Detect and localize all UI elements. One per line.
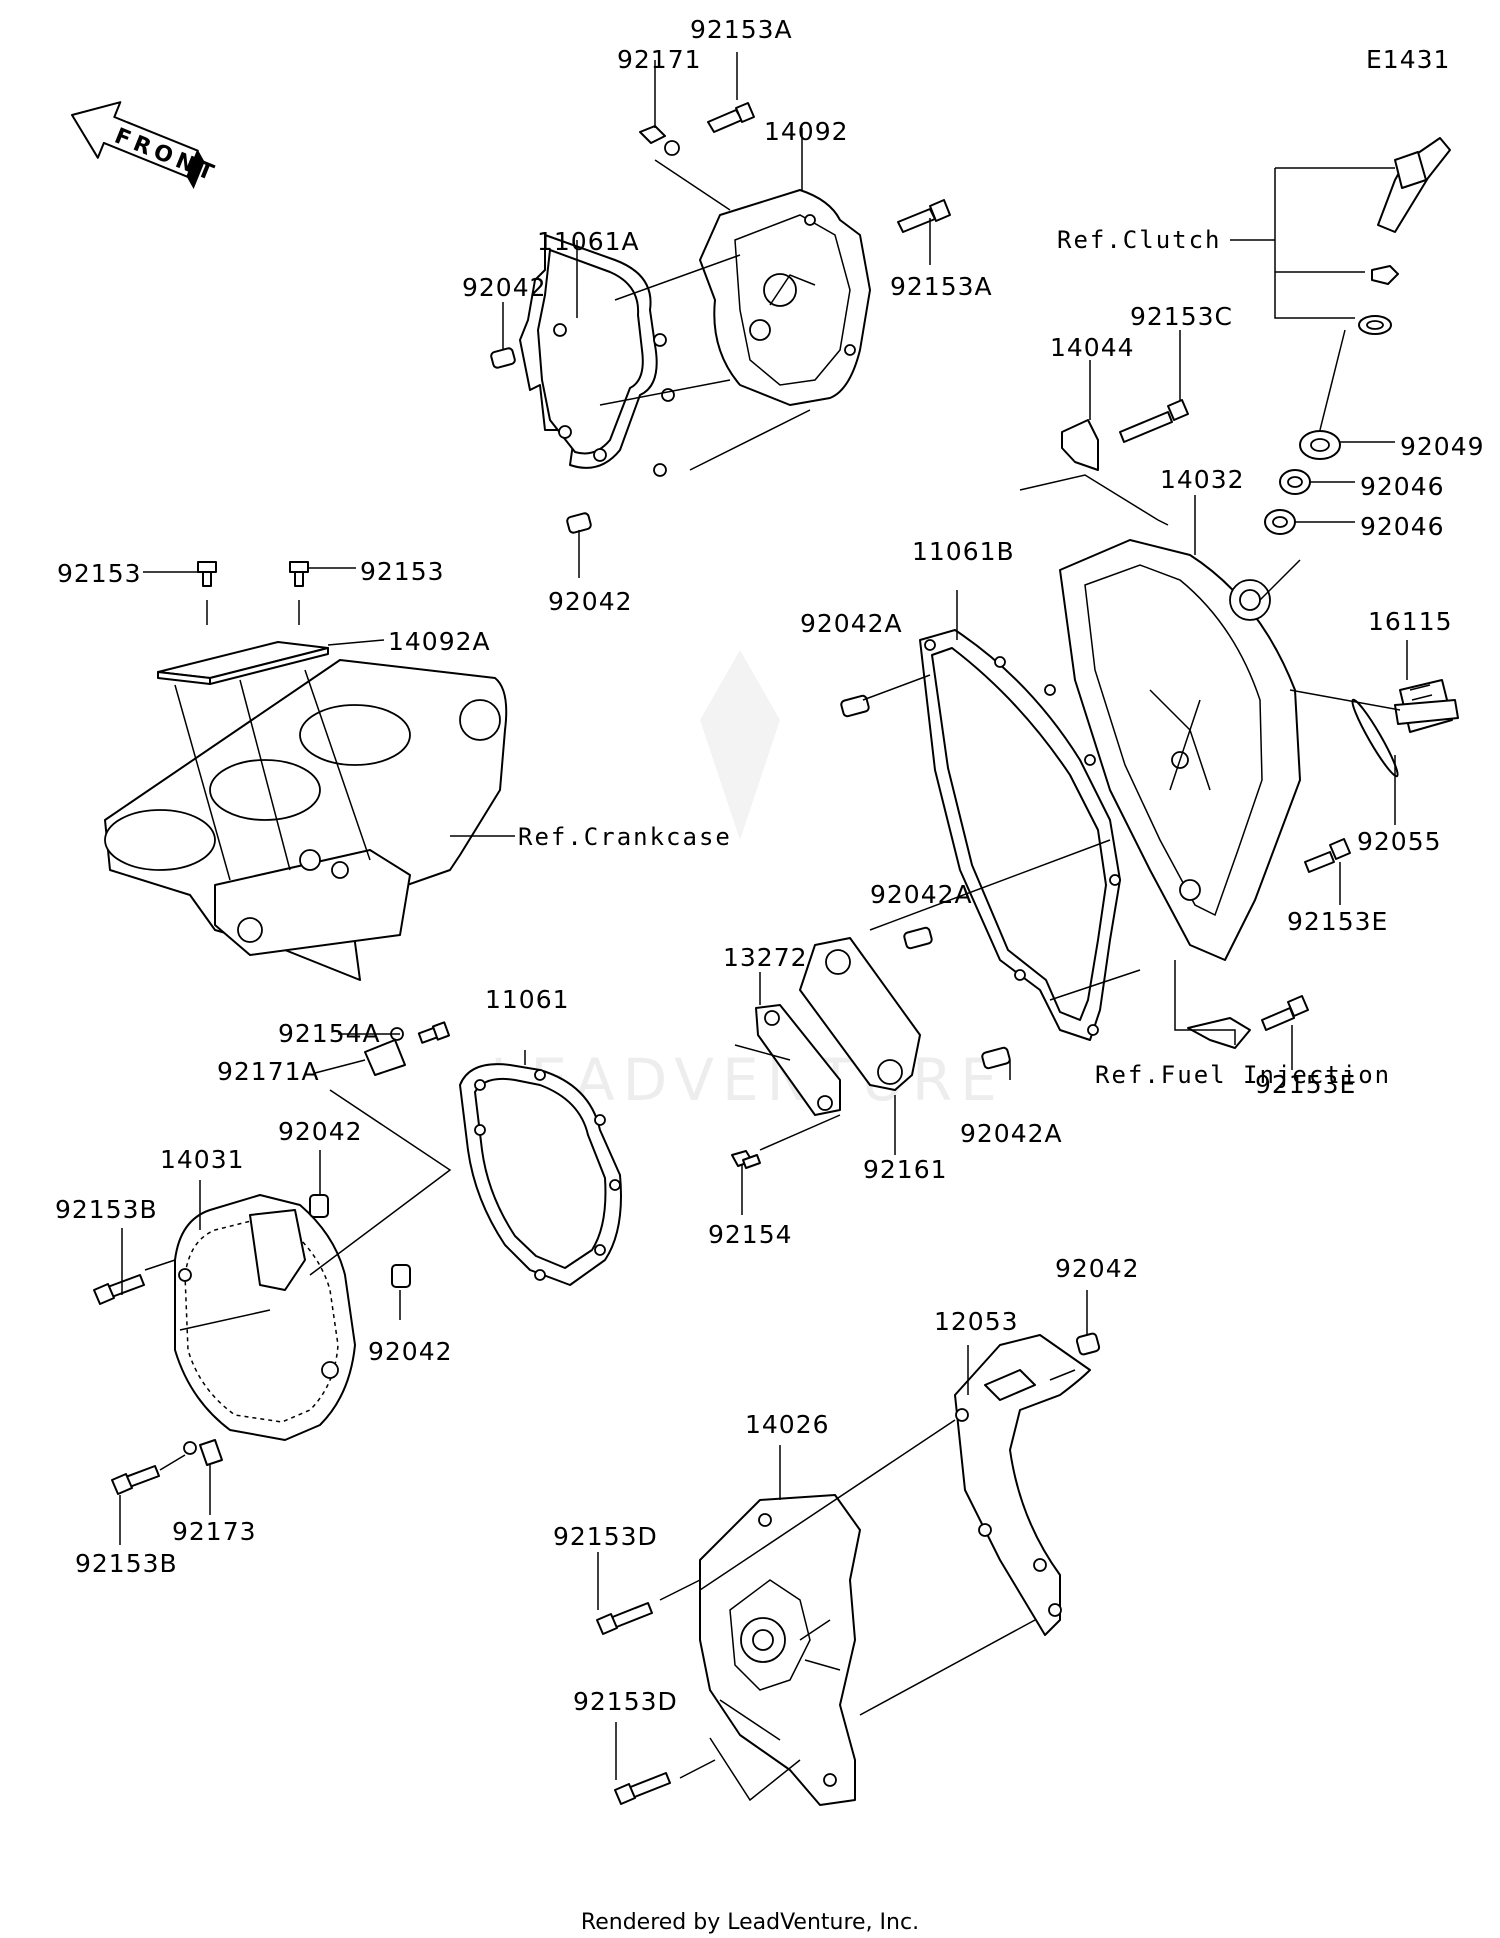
- footer-credit: Rendered by LeadVenture, Inc.: [580, 1910, 920, 1935]
- dowel-92042A-c[interactable]: [981, 1046, 1011, 1070]
- ref-clutch[interactable]: Ref.Clutch: [1057, 226, 1222, 254]
- bolt-92154A[interactable]: [417, 1021, 451, 1044]
- front-arrow-icon: FRONT: [71, 101, 222, 189]
- label-92046-a[interactable]: 92046: [1360, 472, 1445, 501]
- label-12053[interactable]: 12053: [934, 1307, 1019, 1336]
- guide-12053[interactable]: [954, 1334, 1091, 1636]
- ref-crankcase[interactable]: Ref.Crankcase: [518, 823, 732, 851]
- dowel-92042-b[interactable]: [566, 512, 592, 534]
- clutch-cover-group: [840, 137, 1459, 1080]
- cover-14031[interactable]: [174, 1194, 356, 1441]
- label-14092A[interactable]: 14092A: [388, 627, 491, 656]
- ref-fuel-injection[interactable]: Ref.Fuel Injection: [1095, 1061, 1391, 1089]
- bolt-92153D-a[interactable]: [596, 1602, 653, 1635]
- oil-filler-cap-16115[interactable]: [1394, 679, 1459, 733]
- label-92153E-b[interactable]: 92153E: [1255, 1070, 1356, 1099]
- cover-14032[interactable]: [1059, 539, 1301, 961]
- label-92042-b[interactable]: 92042: [548, 587, 633, 616]
- crankcase-group: [104, 561, 515, 981]
- label-92153A-top[interactable]: 92153A: [690, 15, 793, 44]
- bolt-92153A-top[interactable]: [707, 102, 755, 133]
- label-92153B-b[interactable]: 92153B: [75, 1549, 178, 1578]
- generator-cover-group: [93, 1021, 622, 1545]
- label-92153-right[interactable]: 92153: [360, 557, 445, 586]
- sprocket-cover-group: [596, 1290, 1101, 1806]
- label-92153A-right[interactable]: 92153A: [890, 272, 993, 301]
- dowel-92042-c[interactable]: [309, 1194, 329, 1218]
- part-labels: 92153A 92171 14092 11061A 92042 92153A 9…: [55, 15, 1485, 1716]
- bracket-14044[interactable]: [1061, 419, 1099, 471]
- label-92161[interactable]: 92161: [863, 1155, 948, 1184]
- label-92042-d[interactable]: 92042: [368, 1337, 453, 1366]
- label-92153-left[interactable]: 92153: [57, 559, 142, 588]
- label-11061B[interactable]: 11061B: [912, 537, 1015, 566]
- bolt-92153E-b[interactable]: [1261, 995, 1309, 1031]
- label-92042-e[interactable]: 92042: [1055, 1254, 1140, 1283]
- bolt-92153B-a[interactable]: [93, 1274, 145, 1305]
- pulser-cover-group: [490, 52, 951, 578]
- label-92173[interactable]: 92173: [172, 1517, 257, 1546]
- bolt-92153E-a[interactable]: [1304, 838, 1351, 873]
- label-14031[interactable]: 14031: [160, 1145, 245, 1174]
- plate-13272[interactable]: [755, 1004, 841, 1116]
- label-92055[interactable]: 92055: [1357, 827, 1442, 856]
- label-92049[interactable]: 92049: [1400, 432, 1485, 461]
- label-92153B-a[interactable]: 92153B: [55, 1195, 158, 1224]
- bolt-92153B-b[interactable]: [111, 1465, 160, 1495]
- dowel-92042-d[interactable]: [391, 1264, 411, 1288]
- bolt-92153-left[interactable]: [197, 561, 217, 587]
- diagram-id: E1431: [1366, 45, 1450, 74]
- label-92153D-b[interactable]: 92153D: [573, 1687, 678, 1716]
- dowel-92042A-b[interactable]: [903, 926, 933, 950]
- clamp-92171[interactable]: [639, 125, 680, 156]
- label-16115[interactable]: 16115: [1368, 607, 1453, 636]
- bolt-92153-right[interactable]: [289, 561, 309, 587]
- gasket-92161[interactable]: [799, 937, 921, 1091]
- label-14026[interactable]: 14026: [745, 1410, 830, 1439]
- clamp-92173[interactable]: [183, 1439, 223, 1466]
- label-92042A-c[interactable]: 92042A: [960, 1119, 1063, 1148]
- label-11061[interactable]: 11061: [485, 985, 570, 1014]
- dowel-92042-a[interactable]: [490, 347, 516, 369]
- label-92153C[interactable]: 92153C: [1130, 302, 1233, 331]
- label-92046-b[interactable]: 92046: [1360, 512, 1445, 541]
- label-92154A[interactable]: 92154A: [278, 1019, 381, 1048]
- label-92042-a[interactable]: 92042: [462, 273, 547, 302]
- label-92171[interactable]: 92171: [617, 45, 702, 74]
- label-92154[interactable]: 92154: [708, 1220, 793, 1249]
- label-14044[interactable]: 14044: [1050, 333, 1135, 362]
- label-11061A[interactable]: 11061A: [537, 227, 640, 256]
- dowel-92042A-a[interactable]: [840, 694, 870, 718]
- label-14032[interactable]: 14032: [1160, 465, 1245, 494]
- label-92171A[interactable]: 92171A: [217, 1057, 320, 1086]
- label-92042-c[interactable]: 92042: [278, 1117, 363, 1146]
- bolt-92153A-right[interactable]: [897, 199, 951, 233]
- label-13272[interactable]: 13272: [723, 943, 808, 972]
- label-92042A-a[interactable]: 92042A: [800, 609, 903, 638]
- clutch-lever: [1358, 137, 1451, 335]
- front-arrow-label: FRONT: [111, 124, 222, 188]
- dowel-92042-e[interactable]: [1075, 1332, 1101, 1356]
- label-14092[interactable]: 14092: [764, 117, 849, 146]
- bolt-92153D-b[interactable]: [614, 1772, 671, 1805]
- label-92153E-a[interactable]: 92153E: [1287, 907, 1388, 936]
- bolt-92153C[interactable]: [1119, 399, 1189, 443]
- label-92153D-a[interactable]: 92153D: [553, 1522, 658, 1551]
- o-ring-92055[interactable]: [1348, 697, 1402, 779]
- bolt-92154[interactable]: [731, 1150, 761, 1169]
- center-parts-group: [731, 937, 921, 1215]
- label-92042A-b[interactable]: 92042A: [870, 880, 973, 909]
